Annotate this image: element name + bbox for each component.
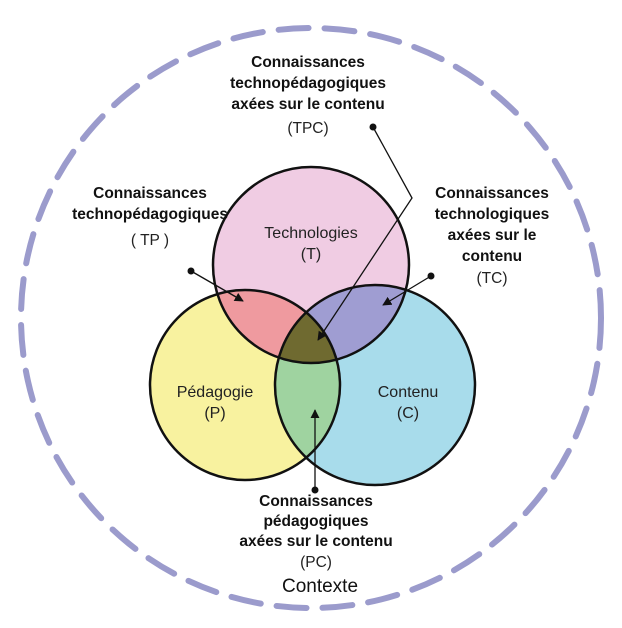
technologies-abbr: (T) [301,246,321,263]
tp-label-line-2: technopédagogiques [72,206,228,223]
contenu-abbr: (C) [397,405,419,422]
pedagogie-abbr: (P) [204,405,225,422]
tc-label-line-1: Connaissances [435,185,549,202]
tc-label-line-2: technologiques [435,206,550,223]
pc-label-line-1: Connaissances [259,493,373,510]
tc-label-line-3: axées sur le [448,227,537,244]
pc-label-abbr: (PC) [300,554,332,571]
pc-label-line-3: axées sur le contenu [239,533,392,550]
technologies-name: Technologies [264,225,357,242]
tpc-label-line-1: Connaissances [251,54,365,71]
pc-label-line-2: pédagogiques [263,513,368,530]
tc-leader-arrow [382,275,432,306]
tpc-label-line-3: axées sur le contenu [231,96,384,113]
context-label: Contexte [282,576,358,597]
tpc-label-abbr: (TPC) [287,120,328,137]
tp-label-line-1: Connaissances [93,185,207,202]
tc-label-line-4: contenu [462,248,522,265]
tc-label-abbr: (TC) [477,270,508,287]
tpc-leader-arrow [317,126,413,341]
tp-leader-arrow [190,270,244,302]
context-dashed-circle [18,25,604,611]
tp-label-abbr: ( TP ) [131,232,169,249]
circle-contenu-outline [273,283,477,487]
circle-pedagogie-outline [148,288,342,482]
circle-technologies-outline [211,165,411,365]
contenu-name: Contenu [378,384,439,401]
pedagogie-name: Pédagogie [177,384,254,401]
tpc-label-line-2: technopédagogiques [230,75,386,92]
